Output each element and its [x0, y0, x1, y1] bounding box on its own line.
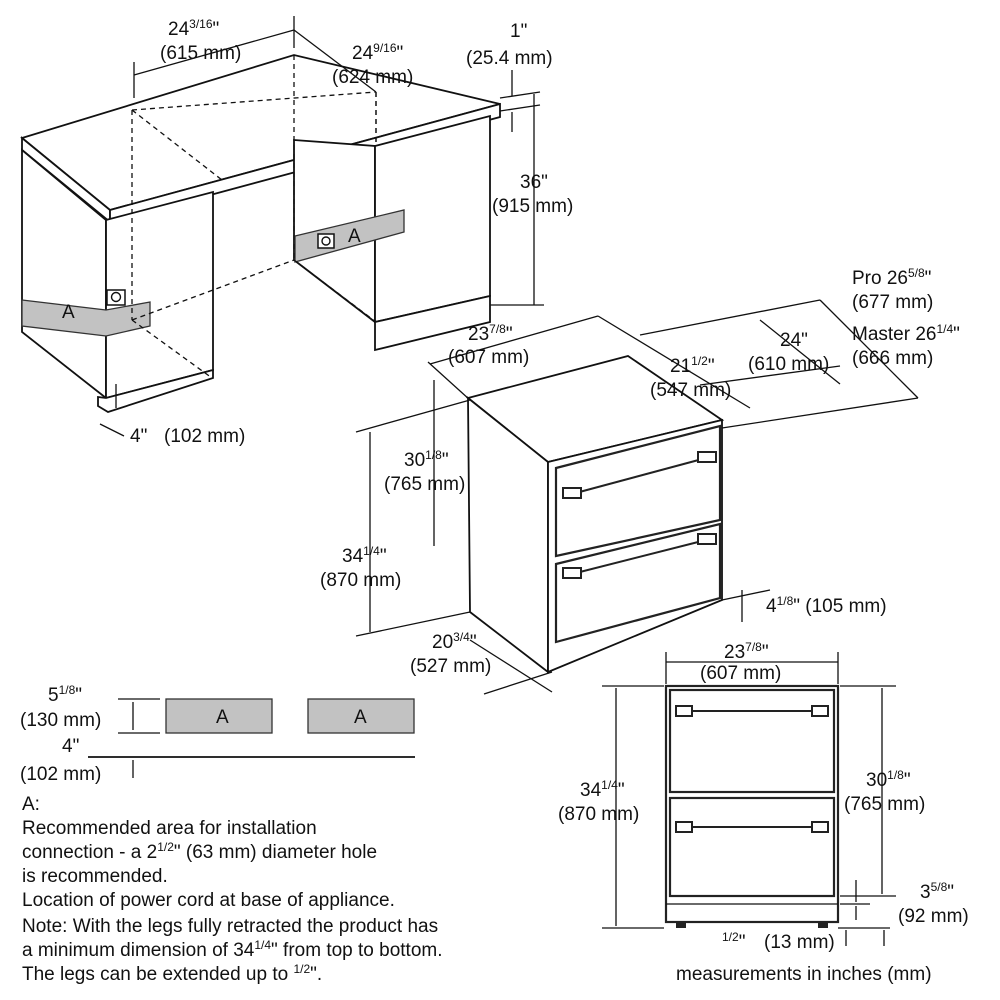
toe-kick-mm: (102 mm): [164, 426, 245, 447]
note-a-line2: connection - a 21/2" (63 mm) diameter ho…: [22, 840, 377, 863]
cutout-dimensions: A A 51/8" (130 mm) 4" (102 mm): [20, 683, 367, 785]
cabinet-width-inches: 243/16": [168, 17, 219, 40]
front-base-mm: (92 mm): [898, 906, 969, 927]
cutout-height-mm: (130 mm): [20, 710, 101, 731]
cutout-box-a-left: A: [216, 707, 229, 728]
units-caption: measurements in inches (mm): [676, 964, 932, 985]
front-box-height-inches: 301/8": [866, 768, 911, 791]
cabinet-dimensions: 243/16" (615 mm) 249/16" (624 mm) 1" (25…: [62, 17, 573, 447]
front-box-height-mm: (765 mm): [844, 794, 925, 815]
note-legs-line3: The legs can be extended up to 1/2".: [22, 962, 322, 985]
front-leg-mm: (13 mm): [764, 932, 835, 953]
appliance-depth-mm: (610 mm): [748, 354, 829, 375]
cabinet-depth-inches: 249/16": [352, 41, 403, 64]
area-a-right-label: A: [348, 226, 361, 247]
cabinet-drawing: [20, 16, 544, 437]
pro-depth-mm: (677 mm): [852, 292, 933, 313]
appliance-side-depth-mm: (527 mm): [410, 656, 491, 677]
note-a-line3: is recommended.: [22, 866, 168, 887]
appliance-depth-door-mm: (547 mm): [650, 380, 731, 401]
front-width-mm: (607 mm): [700, 663, 781, 684]
floor-offset-mm: (102 mm): [20, 764, 101, 785]
note-legs-line2: a minimum dimension of 341/4" from top t…: [22, 938, 443, 961]
cutout-detail: [88, 698, 415, 778]
floor-offset-inches: 4": [62, 736, 79, 757]
toe-kick-inches: 4": [130, 426, 147, 447]
counter-thickness-inches: 1": [510, 21, 527, 42]
front-total-height-inches: 341/4": [580, 778, 625, 801]
front-base-inches: 35/8": [920, 880, 954, 903]
cabinet-height-mm: (915 mm): [492, 196, 573, 217]
note-a-line4: Location of power cord at base of applia…: [22, 890, 395, 911]
notes-block: A: Recommended area for installation con…: [22, 794, 443, 985]
appliance-width-mm: (607 mm): [448, 347, 529, 368]
front-view-drawing: [602, 652, 896, 946]
cabinet-depth-mm: (624 mm): [332, 67, 413, 88]
cabinet-width-mm: (615 mm): [160, 43, 241, 64]
front-width-inches: 237/8": [724, 640, 769, 663]
master-depth-inches: Master 261/4": [852, 322, 960, 345]
appliance-depth-inches: 24": [780, 330, 808, 351]
front-leg-inches: 1/2": [722, 930, 745, 953]
front-view-dimensions: 237/8" (607 mm) 341/4" (870 mm) 301/8" (…: [558, 640, 969, 953]
appliance-side-depth-inches: 203/4": [432, 630, 477, 653]
appliance-drawing: [355, 299, 919, 695]
note-a-title: A:: [22, 794, 40, 815]
appliance-depth-door-inches: 211/2": [670, 354, 715, 377]
front-total-height-mm: (870 mm): [558, 804, 639, 825]
appliance-total-height-inches: 341/4": [342, 544, 387, 567]
cabinet-height-inches: 36": [520, 172, 548, 193]
master-depth-mm: (666 mm): [852, 348, 933, 369]
counter-thickness-mm: (25.4 mm): [466, 48, 553, 69]
note-legs-line1: Note: With the legs fully retracted the …: [22, 916, 438, 937]
cutout-height-inches: 51/8": [48, 683, 82, 706]
appliance-dimensions: 237/8" (607 mm) 211/2" (547 mm) 24" (610…: [320, 266, 960, 677]
note-a-line1: Recommended area for installation: [22, 818, 317, 839]
appliance-width-inches: 237/8": [468, 322, 513, 345]
area-a-left-label: A: [62, 302, 75, 323]
appliance-base-height: 41/8" (105 mm): [766, 594, 887, 617]
pro-depth-inches: Pro 265/8": [852, 266, 931, 289]
cutout-box-a-right: A: [354, 707, 367, 728]
appliance-total-height-mm: (870 mm): [320, 570, 401, 591]
appliance-box-height-inches: 301/8": [404, 448, 449, 471]
appliance-box-height-mm: (765 mm): [384, 474, 465, 495]
